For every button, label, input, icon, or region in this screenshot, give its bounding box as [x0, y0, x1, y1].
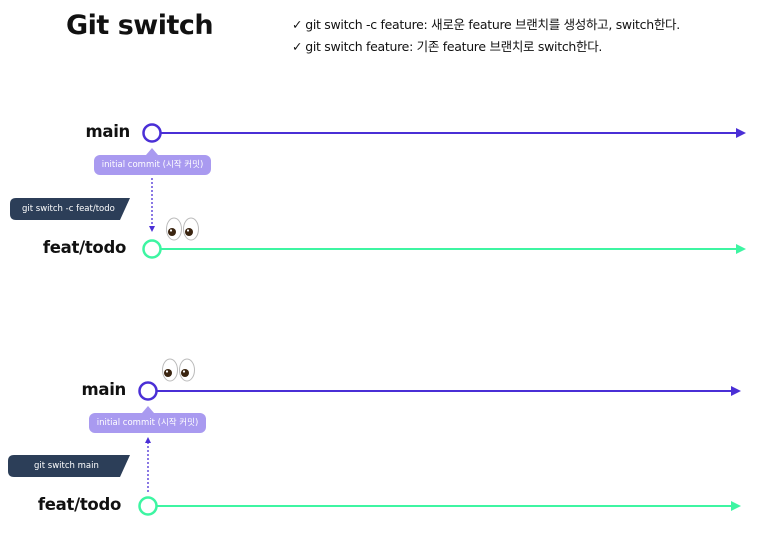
eyes-icon	[166, 217, 199, 241]
initial-commit-bubble: initial commit (시작 커밋)	[89, 413, 206, 433]
eyes-icon	[162, 358, 195, 382]
command-tag-shape	[10, 198, 130, 220]
feat-branch-label: feat/todo	[42, 238, 126, 257]
scenario-1	[10, 123, 746, 259]
note-text: git switch -c feature: 새로운 feature 브랜치를 …	[305, 17, 680, 32]
command-text: git switch main	[34, 461, 99, 471]
main-branch-label: main	[81, 380, 126, 399]
feat-commit-node	[138, 496, 158, 516]
feat-branch-label: feat/todo	[37, 495, 121, 514]
command-text: git switch -c feat/todo	[22, 204, 115, 214]
main-commit-node	[142, 123, 162, 143]
command-tag: git switch -c feat/todo	[22, 198, 115, 220]
command-tag: git switch main	[34, 455, 99, 477]
main-commit-node	[138, 381, 158, 401]
note-create-switch: ✓git switch -c feature: 새로운 feature 브랜치를…	[292, 14, 680, 36]
checkmark-icon: ✓	[292, 17, 303, 32]
command-tag-shape	[8, 455, 130, 477]
main-branch-label: main	[85, 122, 130, 141]
note-existing-switch: ✓git switch feature: 기존 feature 브랜치로 swi…	[292, 36, 680, 58]
commit-bubble-pointer	[146, 148, 158, 155]
page-title: Git switch	[66, 10, 214, 41]
initial-commit-bubble: initial commit (시작 커밋)	[94, 155, 211, 175]
commit-bubble-pointer	[142, 406, 154, 413]
feat-commit-node	[142, 239, 162, 259]
note-text: git switch feature: 기존 feature 브랜치로 swit…	[305, 39, 603, 54]
notes: ✓git switch -c feature: 새로운 feature 브랜치를…	[292, 14, 680, 58]
checkmark-icon: ✓	[292, 39, 303, 54]
scenario-2	[8, 358, 741, 516]
